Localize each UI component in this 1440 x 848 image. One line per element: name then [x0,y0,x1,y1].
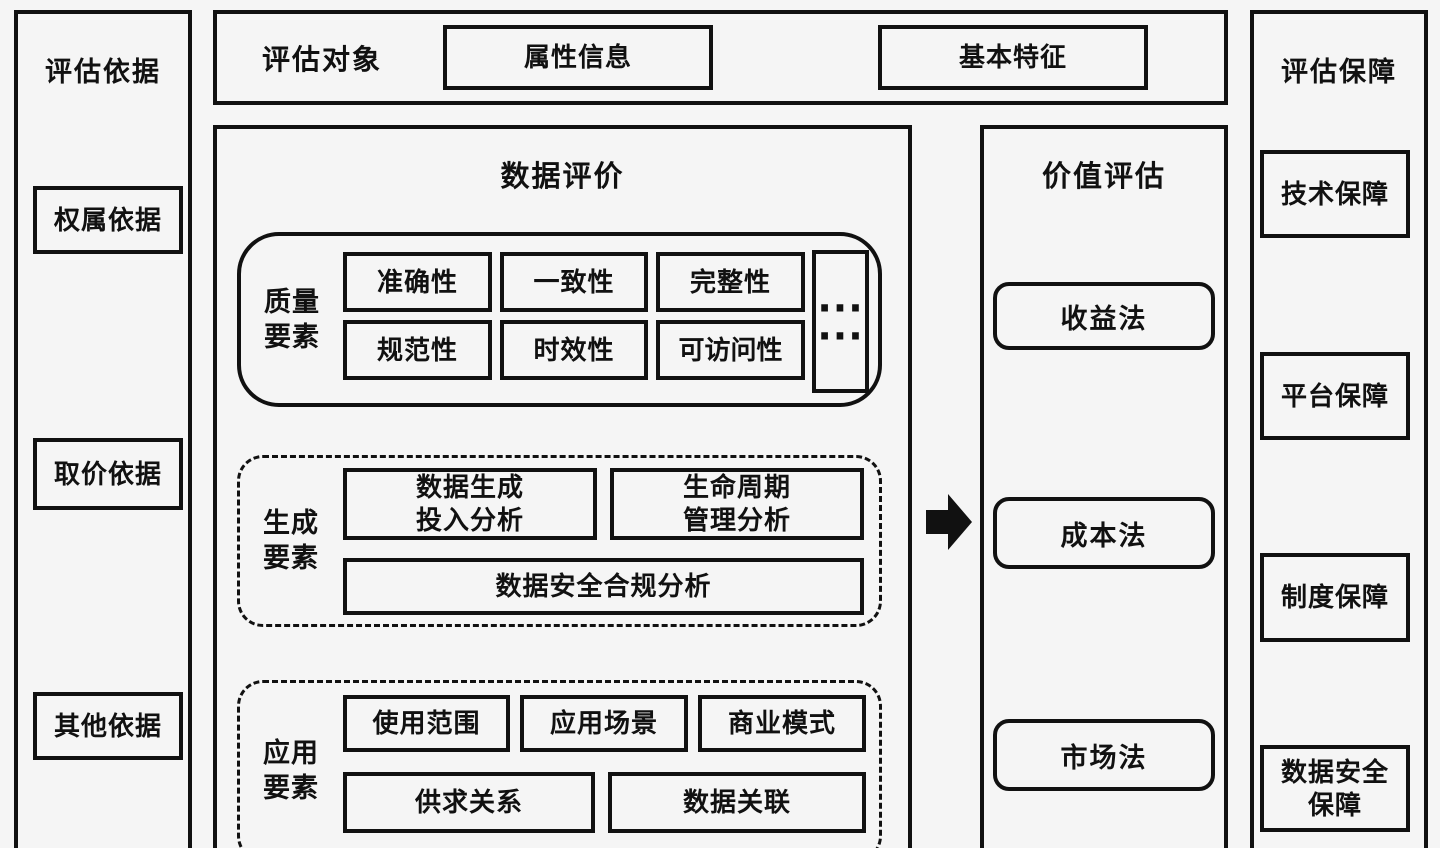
box-data-security-guarantee: 数据安全 保障 [1260,745,1410,832]
box-standardization: 规范性 [343,320,492,380]
box-lifecycle-management-analysis: 生命周期 管理分析 [610,468,864,540]
box-application-scenario: 应用场景 [520,695,688,752]
data-security-guarantee-line2: 保障 [1307,790,1362,820]
quality-factors-label: 质量 要素 [249,236,335,403]
generation-factors-label-line2: 要素 [263,543,319,573]
box-data-generation-investment-line2: 投入分析 [415,506,524,535]
box-timeliness: 时效性 [500,320,648,380]
box-institutional-guarantee: 制度保障 [1260,553,1410,642]
box-attribute-info: 属性信息 [443,25,713,90]
box-lifecycle-management-line2: 管理分析 [682,506,791,535]
data-evaluation-title: 数据评价 [500,161,625,193]
box-data-generation-investment-line1: 数据生成 [415,473,524,502]
evaluation-object-title: 评估对象 [262,43,383,75]
value-assessment-title: 价值评估 [1041,161,1166,193]
panel-value-assessment: 价值评估 收益法 成本法 市场法 [980,125,1228,848]
box-cost-method: 成本法 [993,497,1215,569]
quality-factors-label-line2: 要素 [264,321,320,352]
application-factors-label-line2: 要素 [263,773,319,803]
box-data-association: 数据关联 [608,772,866,833]
box-usage-scope: 使用范围 [343,695,510,752]
box-lifecycle-management-line1: 生命周期 [682,473,791,502]
box-business-model: 商业模式 [698,695,866,752]
box-supply-demand-relationship: 供求关系 [343,772,595,833]
box-market-method: 市场法 [993,719,1215,791]
panel-evaluation-object: 评估对象 属性信息 基本特征 [213,10,1228,105]
box-consistency: 一致性 [500,252,648,312]
quality-factors-label-line1: 质量 [264,286,320,317]
box-accessibility: 可访问性 [656,320,805,380]
box-data-security-compliance-analysis: 数据安全合规分析 [343,558,864,615]
application-factors-label: 应用 要素 [248,683,334,848]
arrow-right-icon [926,494,972,550]
box-platform-guarantee: 平台保障 [1260,352,1410,440]
ellipsis-icon: ··· [817,285,864,330]
panel-data-evaluation: 数据评价 质量 要素 准确性 一致性 完整性 规范性 时效性 可访问性 ··· … [213,125,912,848]
evaluation-basis-title: 评估依据 [45,57,161,87]
application-factors-label-line1: 应用 [263,738,319,768]
group-generation-factors: 生成 要素 数据生成 投入分析 生命周期 管理分析 数据安全合规分析 [237,455,882,627]
data-security-guarantee-line1: 数据安全 [1280,757,1389,787]
box-pricing-basis: 取价依据 [33,438,183,510]
box-more-quality-factors: ··· ··· [812,250,869,393]
box-ownership-basis: 权属依据 [33,186,183,254]
box-income-method: 收益法 [993,282,1215,350]
generation-factors-label-line1: 生成 [263,508,319,538]
evaluation-guarantee-title: 评估保障 [1281,57,1397,87]
group-quality-factors: 质量 要素 准确性 一致性 完整性 规范性 时效性 可访问性 ··· ··· [237,232,882,407]
box-technical-guarantee: 技术保障 [1260,150,1410,238]
box-accuracy: 准确性 [343,252,492,312]
panel-evaluation-basis: 评估依据 权属依据 取价依据 其他依据 [14,10,192,848]
box-completeness: 完整性 [656,252,805,312]
ellipsis-icon: ··· [817,313,864,358]
group-application-factors: 应用 要素 使用范围 应用场景 商业模式 供求关系 数据关联 [237,680,882,848]
box-other-basis: 其他依据 [33,692,183,760]
box-basic-features: 基本特征 [878,25,1148,90]
generation-factors-label: 生成 要素 [248,458,334,624]
panel-evaluation-guarantee: 评估保障 技术保障 平台保障 制度保障 数据安全 保障 [1250,10,1428,848]
box-data-generation-investment-analysis: 数据生成 投入分析 [343,468,597,540]
